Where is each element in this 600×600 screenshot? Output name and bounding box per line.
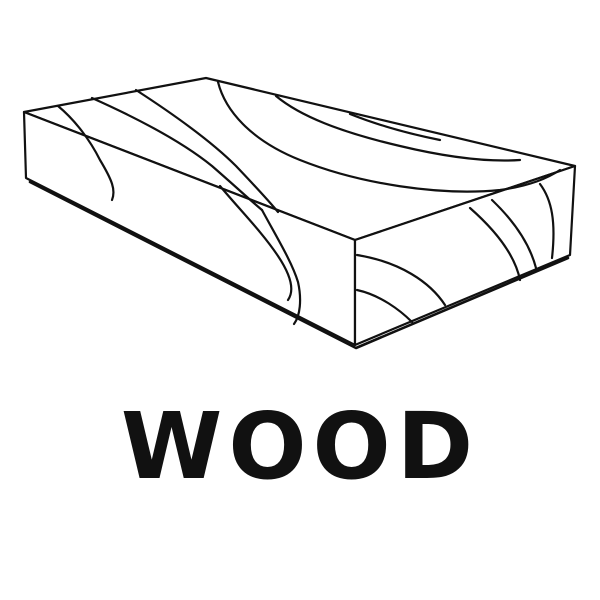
plank-shadow-line	[28, 180, 570, 350]
grain-line	[90, 96, 264, 212]
grain-line	[56, 104, 115, 202]
grain-line	[274, 94, 522, 162]
grain-line	[260, 208, 302, 326]
grain-line	[355, 288, 414, 324]
grain-line	[468, 206, 522, 282]
grain-line	[490, 198, 538, 270]
grain-line	[216, 80, 562, 193]
grain-line	[538, 182, 555, 260]
grain-line	[134, 88, 280, 214]
wood-caption: WOOD	[120, 393, 480, 500]
wood-plank-illustration	[22, 76, 577, 350]
grain-line	[355, 253, 447, 307]
wood-plank-icon	[22, 76, 577, 350]
grain-line	[218, 184, 293, 302]
grain-line	[348, 112, 442, 142]
